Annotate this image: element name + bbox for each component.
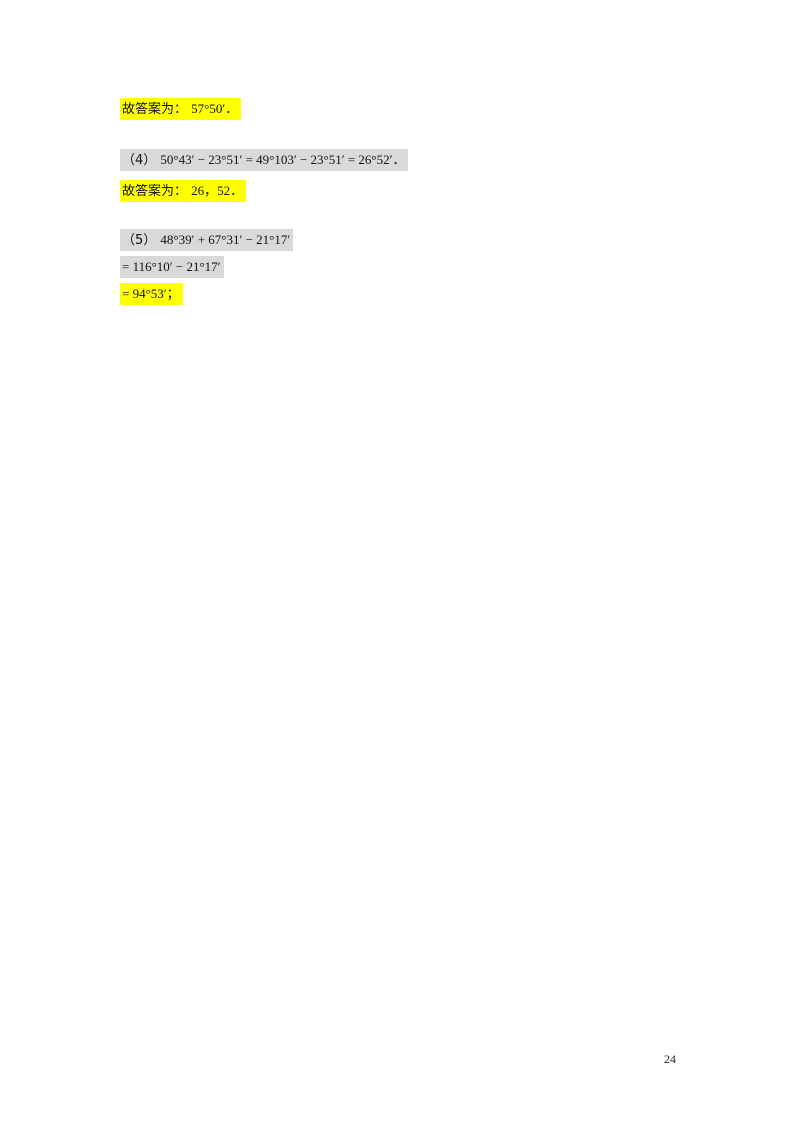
part-5-step-2: = 94°53′；	[120, 283, 183, 305]
page-number: 24	[664, 1052, 676, 1066]
part-4-expression: 50°43′ − 23°51′ = 49°103′ − 23°51′ = 26°…	[160, 152, 406, 167]
answer-line-2: 故答案为： 26，52．	[120, 180, 247, 202]
part-4-label: （4）	[122, 153, 157, 168]
part-4-line: （4） 50°43′ − 23°51′ = 49°103′ − 23°51′ =…	[120, 149, 409, 171]
part-5-label: （5）	[122, 233, 157, 248]
answer-line-1: 故答案为： 57°50′．	[120, 98, 242, 120]
part-5-expression: 48°39′ + 67°31′ − 21°17′	[160, 232, 291, 247]
answer-label: 故答案为：	[122, 184, 188, 199]
part-5-line: （5） 48°39′ + 67°31′ − 21°17′	[120, 229, 294, 251]
part-5-step-1: = 116°10′ − 21°17′	[120, 256, 224, 278]
answer-label: 故答案为：	[122, 102, 188, 117]
answer-value: 26，52．	[191, 183, 244, 198]
answer-value: 57°50′．	[191, 101, 239, 116]
step-2-expression: = 94°53′；	[122, 286, 180, 301]
step-1-expression: = 116°10′ − 21°17′	[122, 259, 221, 274]
